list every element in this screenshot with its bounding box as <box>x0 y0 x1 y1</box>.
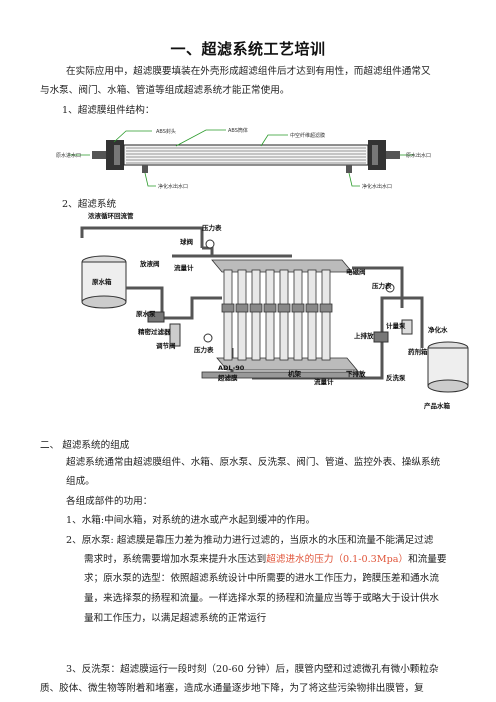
heading-module-structure: 1、超滤膜组件结构： <box>62 105 155 116</box>
label-regulating-valve: 调节阀 <box>156 341 176 350</box>
label-product-tank: 产品水箱 <box>424 401 451 410</box>
intro-paragraph-line1: 在实际应用中，超滤膜要填装在外壳形成超滤组件后才达到有用性，而超滤组件通常又 <box>66 66 431 77</box>
label-reagent-tank: 药剂箱 <box>408 347 428 356</box>
list-item-raw-pump-line3: 求；原水泵的选型：依照超滤系统设计中所需要的进水工作压力，跨膜压差和通水流 <box>84 573 439 584</box>
page-title: 一、超滤系统工艺培训 <box>170 40 326 58</box>
label-raw-tank: 原水箱 <box>92 277 112 286</box>
reagent-tank-icon <box>401 319 413 335</box>
product-water-tank <box>427 341 469 393</box>
raw-outlet-port <box>386 151 400 159</box>
label-pressure-gauge-1: 压力表 <box>202 223 222 232</box>
precision-filter-icon <box>169 323 181 347</box>
uf-module-diagram: ABS封头 ABS筒体 中空纤维超滤膜 原水进水口 原水出水口 净化水出水口 净… <box>56 127 431 190</box>
label-pressure-gauge-3: 压力表 <box>194 345 214 354</box>
section-heading-composition: 二、 超滤系统的组成 <box>40 440 130 451</box>
label-meter-pump: 计量泵 <box>386 321 406 330</box>
label-return-pipe: 浓液循环回流管 <box>88 211 134 220</box>
raw-pump-text: 需求时，系统需要增加水泵来提升水压达到 <box>84 554 267 565</box>
label-backwash-pump: 反洗泵 <box>386 373 406 382</box>
label-hollow-fiber: 中空纤维超滤膜 <box>290 132 325 139</box>
intro-paragraph-line2: 与水泵、阀门、水箱、管道等组成超滤系统才能正常使用。 <box>40 85 290 96</box>
label-upper-drain: 上排放 <box>354 331 374 340</box>
raw-inlet-port <box>92 151 106 159</box>
backwash-pump-icon <box>373 331 389 343</box>
raw-pump-icon <box>147 311 165 323</box>
label-flowmeter: 流量计 <box>174 263 194 272</box>
list-item-raw-pump-line5: 量和工作压力，以满足超滤系统的正常运行 <box>84 613 267 624</box>
label-frame: 机架 <box>288 369 302 378</box>
label-clean-outlet-1: 净化水出水口 <box>158 183 188 190</box>
membrane-rack <box>201 259 363 379</box>
list-item-water-tank: 1、水箱:中间水箱，对系统的进水或产水起到缓冲的作用。 <box>66 515 316 526</box>
label-lower-drain: 下排放 <box>346 369 366 378</box>
list-item-backwash-pump-line1: 3、反洗泵：超滤膜运行一段时刻（20-60 分钟）后，膜管内壁和过滤微孔有微小颗… <box>66 664 439 675</box>
list-item-backwash-pump-line2: 质、胶体、微生物等附着和堵塞，造成水通量逐步地下降，为了将这些污染物排出膜管，复 <box>40 683 424 694</box>
label-raw-pump: 原水泵 <box>136 309 156 318</box>
uf-system-diagram: 浓液循环回流管 压力表 球阀 流量计 电磁阀 压力表 原水箱 放液阀 原水泵 精… <box>80 211 469 410</box>
system-paragraph-line2: 组成。 <box>66 476 95 487</box>
label-raw-inlet: 原水进水口 <box>56 152 81 159</box>
label-clean-outlet-2: 净化水出水口 <box>362 183 392 190</box>
label-flowmeter-2: 流量计 <box>314 377 334 386</box>
raw-pump-text-end: 和流量要 <box>408 554 447 565</box>
components-heading: 各组成部件的功用： <box>66 496 153 507</box>
label-precision-filter: 精密过滤器 <box>138 327 171 336</box>
label-raw-outlet: 原水出水口 <box>406 152 431 159</box>
label-membrane: 超滤膜 <box>217 373 238 382</box>
system-paragraph-line1: 超滤系统通常由超滤膜组件、水箱、原水泵、反洗泵、阀门、管道、监控外表、操纵系统 <box>66 457 441 468</box>
label-solenoid-valve: 电磁阀 <box>346 267 366 276</box>
list-item-raw-pump-line1: 2、原水泵: 超滤膜是靠压力差为推动力进行过滤的，当原水的水压和流量不能满足过滤 <box>66 535 434 546</box>
label-pressure-gauge-2: 压力表 <box>372 281 392 290</box>
label-ball-valve: 球阀 <box>180 237 194 246</box>
label-drain-valve: 放液阀 <box>139 259 160 268</box>
list-item-raw-pump-line2: 需求时，系统需要增加水泵来提升水压达到超滤进水的压力（0.1-0.3Mpa）和流… <box>84 550 464 569</box>
pressure-spec-highlight: 超滤进水的压力（0.1-0.3Mpa） <box>266 554 409 565</box>
raw-water-tank <box>81 255 127 309</box>
label-abs-shell: ABS筒体 <box>228 127 248 134</box>
label-model: ADL-90 <box>218 364 245 372</box>
pressure-gauge-icon <box>203 333 213 343</box>
label-abs-end-cap: ABS封头 <box>156 128 176 135</box>
list-item-raw-pump-line4: 量，来选择泵的扬程和流量。一样选择水泵的扬程和流量应当等于或略大于设计供水 <box>84 593 439 604</box>
heading-uf-system: 2、超滤系统 <box>62 199 117 210</box>
label-purified-water: 净化水 <box>428 325 448 334</box>
